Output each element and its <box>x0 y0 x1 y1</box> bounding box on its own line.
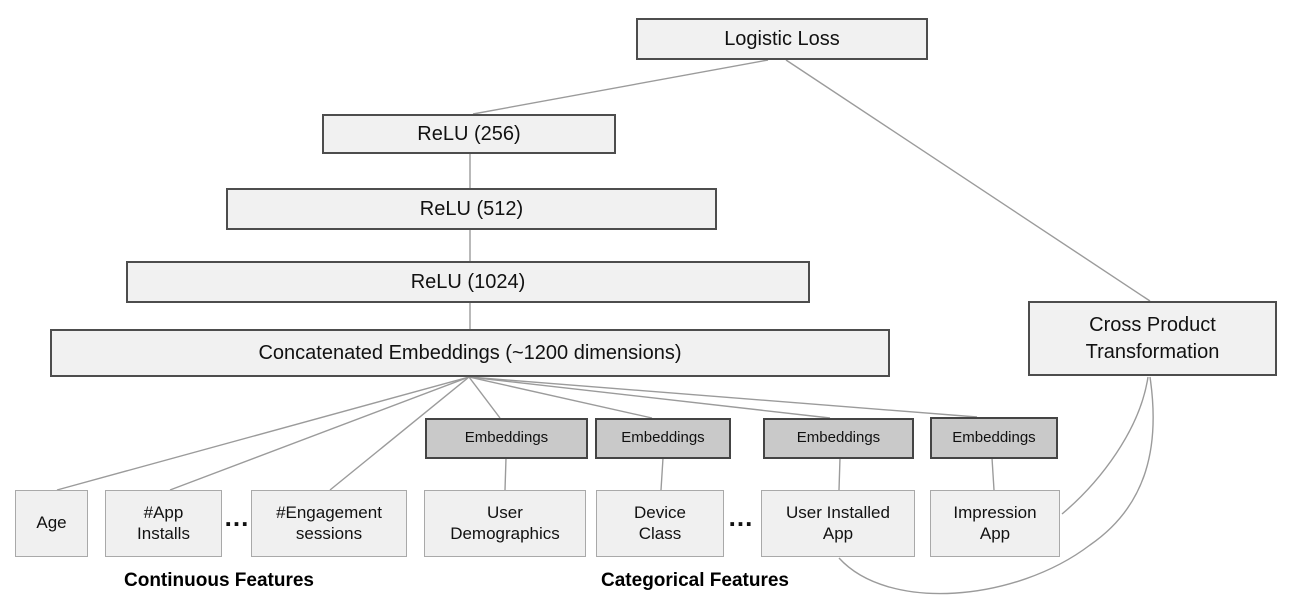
connector-crossproduct-to-user-installed-app <box>838 376 1154 595</box>
node-relu-1024: ReLU (1024) <box>126 261 810 303</box>
node-concatenated-embeddings: Concatenated Embeddings (~1200 dimension… <box>50 329 890 377</box>
connector-embeddings4-to-impression-app <box>991 457 995 491</box>
node-embeddings-2: Embeddings <box>595 418 731 459</box>
connector-concat-to-app-installs <box>169 376 470 491</box>
node-feature-engagement-sessions: #Engagement sessions <box>251 490 407 557</box>
node-feature-user-demographics: User Demographics <box>424 490 586 557</box>
node-feature-user-installed-app: User Installed App <box>761 490 915 557</box>
connector-concat-to-embeddings4 <box>468 376 978 418</box>
node-embeddings-4: Embeddings <box>930 417 1058 459</box>
connector-concat-to-embeddings2 <box>468 376 653 419</box>
node-embeddings-3: Embeddings <box>763 418 914 459</box>
connector-concat-to-embeddings3 <box>468 376 831 419</box>
connector-embeddings2-to-device-class <box>660 457 664 491</box>
connector-concat-to-engagement <box>329 376 470 491</box>
node-feature-device-class: Device Class <box>596 490 724 557</box>
ellipsis-categorical: ... <box>728 501 754 532</box>
connector-logistic-to-relu256 <box>472 59 769 115</box>
connector-embeddings1-to-user-demographics <box>504 457 507 491</box>
node-embeddings-1: Embeddings <box>425 418 588 459</box>
node-cross-product-transformation: Cross Product Transformation <box>1028 301 1277 376</box>
node-relu-512: ReLU (512) <box>226 188 717 230</box>
node-logistic-loss: Logistic Loss <box>636 18 928 60</box>
node-relu-256: ReLU (256) <box>322 114 616 154</box>
connector-logistic-to-crossproduct <box>785 59 1151 302</box>
connector-crossproduct-to-impression-app <box>1061 376 1149 515</box>
connector-concat-to-age <box>56 376 470 491</box>
label-continuous-features: Continuous Features <box>123 570 315 591</box>
node-feature-app-installs: #App Installs <box>105 490 222 557</box>
connector-embeddings3-to-user-installed-app <box>838 457 841 491</box>
node-feature-age: Age <box>15 490 88 557</box>
ellipsis-continuous: ... <box>224 501 250 532</box>
node-feature-impression-app: Impression App <box>930 490 1060 557</box>
label-categorical-features: Categorical Features <box>601 570 789 591</box>
connector-concat-to-embeddings1 <box>468 376 501 419</box>
